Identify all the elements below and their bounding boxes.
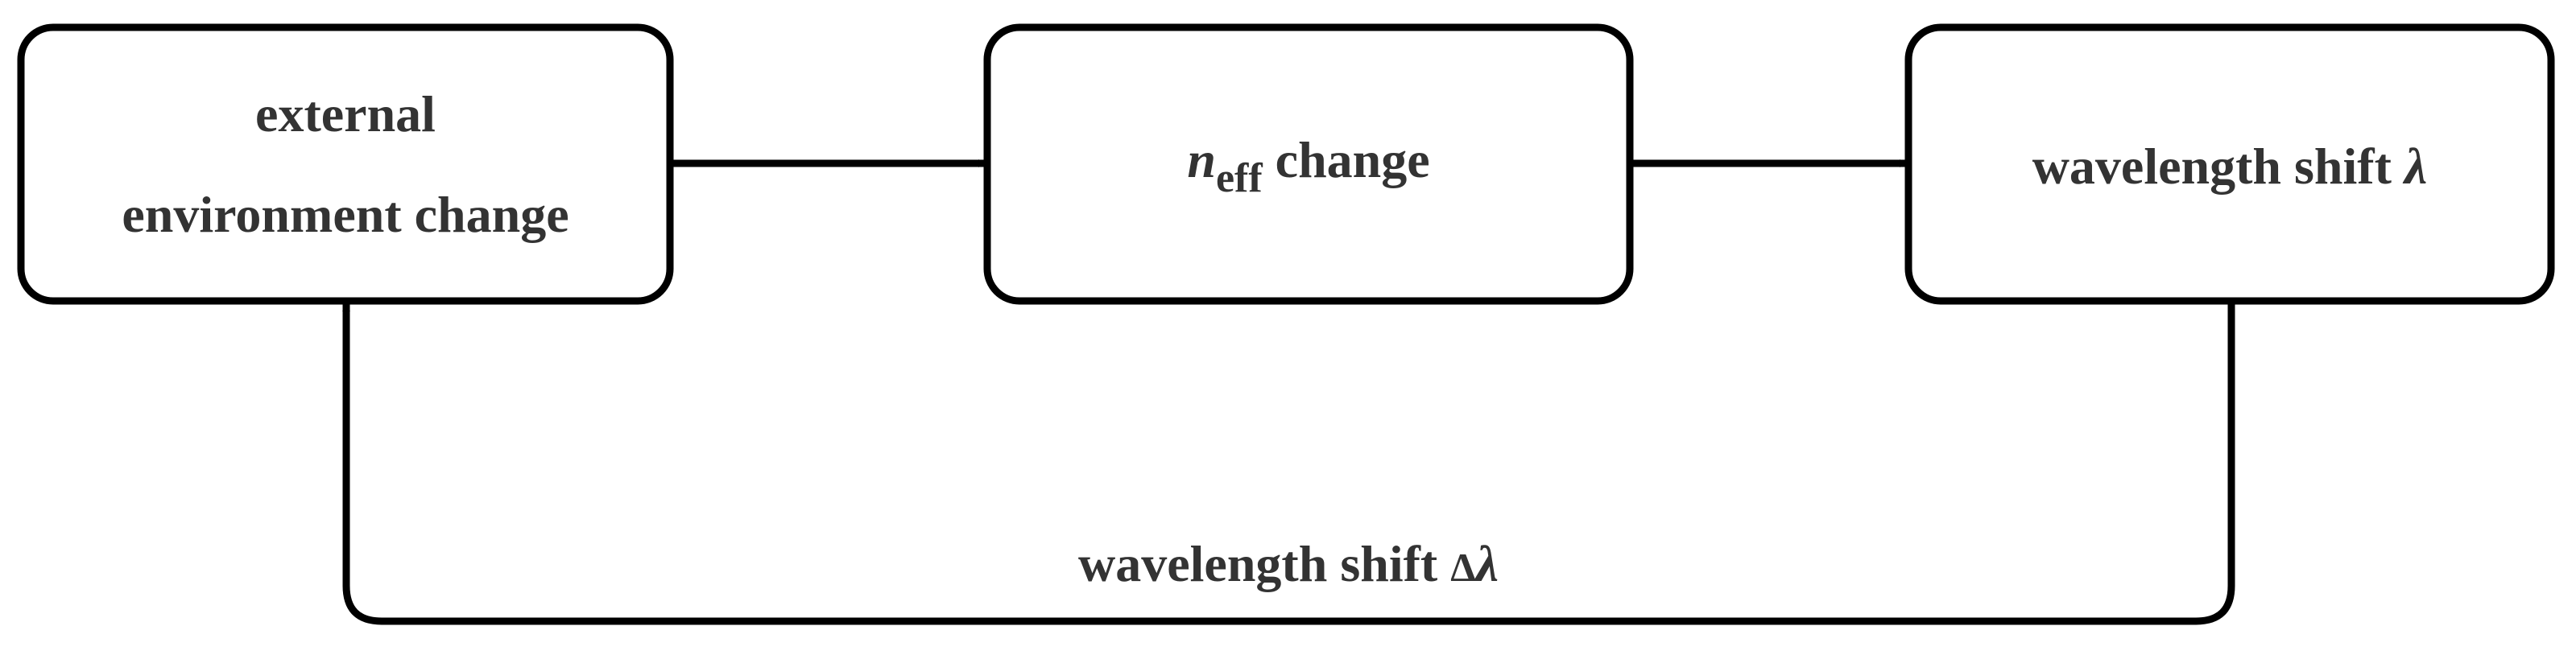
feedback-text: wavelength shift — [1078, 535, 1450, 592]
external-environment-label-line2: environment change — [122, 186, 569, 243]
delta-symbol: Δ — [1450, 545, 1475, 590]
wavelength-shift-label: wavelength shift λ — [2032, 138, 2428, 195]
feedback-lambda-symbol: λ — [1474, 535, 1499, 592]
neff-spacer — [1263, 131, 1276, 188]
neff-change-text: change — [1276, 131, 1430, 188]
feedback-loop-arrow — [342, 301, 2235, 625]
neff-symbol: n — [1187, 131, 1216, 188]
external-environment-label-line1: external — [255, 85, 436, 142]
neff-change-label: neff change — [1187, 131, 1429, 201]
external-environment-box — [17, 23, 674, 305]
neff-subscript: eff — [1216, 155, 1263, 201]
lambda-symbol: λ — [2402, 138, 2427, 195]
wavelength-shift-text: wavelength shift — [2032, 138, 2404, 195]
feedback-label: wavelength shift Δλ — [1078, 535, 1499, 592]
